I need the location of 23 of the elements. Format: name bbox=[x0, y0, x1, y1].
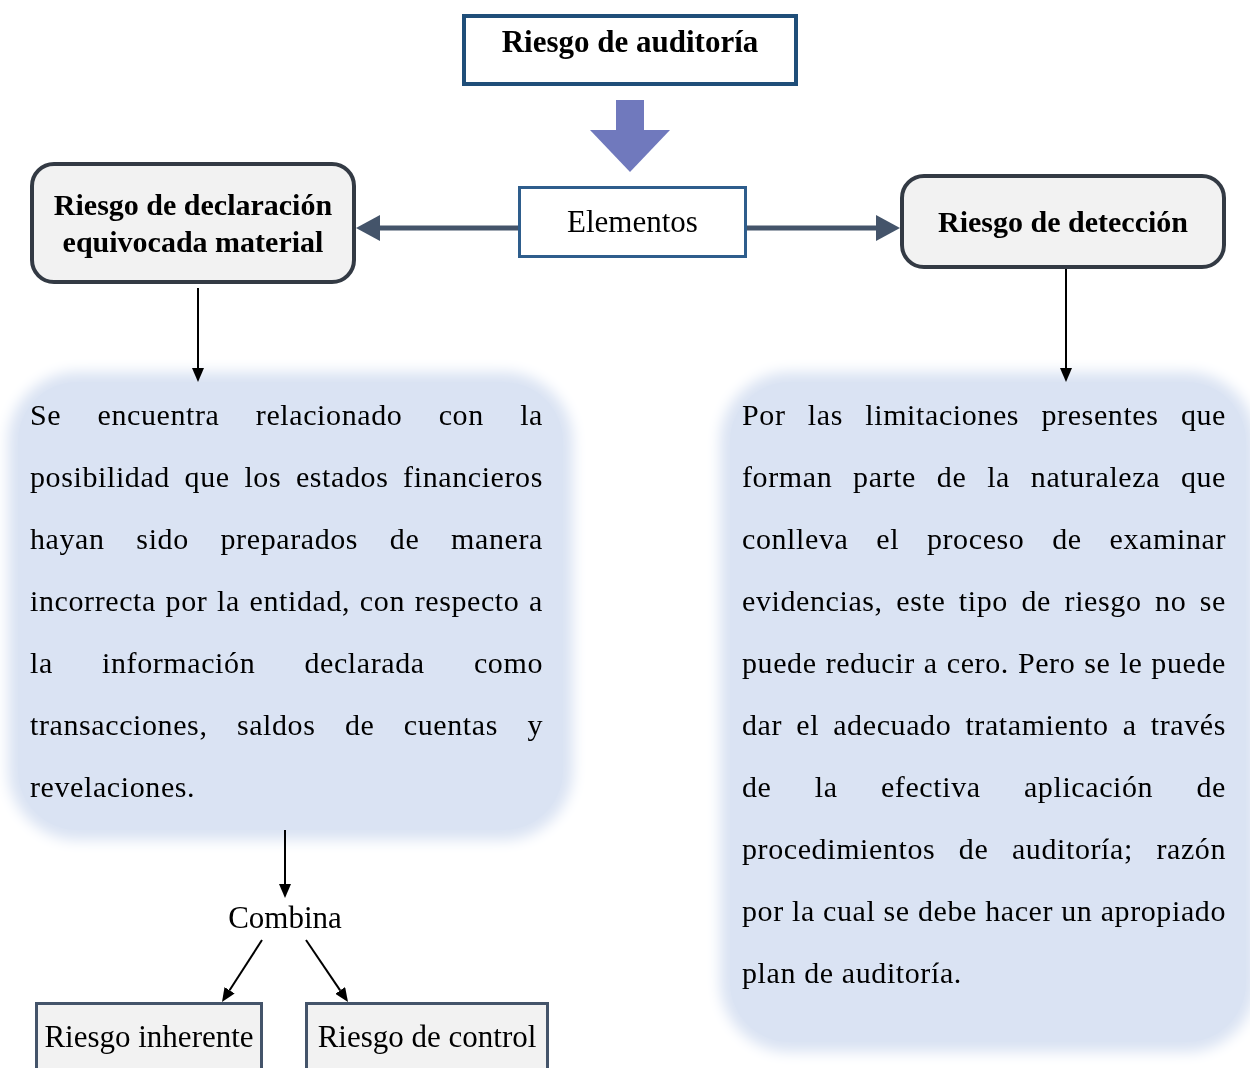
arrow bbox=[747, 215, 900, 241]
arrow bbox=[279, 829, 291, 898]
rounded-box bbox=[30, 162, 356, 284]
process-box bbox=[518, 186, 747, 258]
box-label: Riesgo inherente bbox=[44, 1018, 254, 1055]
description-text: Se encuentra relacionado con la posibilidad que los estados financieros hayan sido preparados de manera incorrecta por la entidad, con respecto a la información declarada como transacciones, saldos de cuentas y revelaciones. bbox=[30, 397, 543, 805]
flow-label: Combina bbox=[215, 898, 355, 938]
arrow bbox=[192, 287, 204, 382]
process-box bbox=[305, 1002, 549, 1068]
box-label: Elementos bbox=[567, 204, 698, 240]
box-label: Riesgo de declaración equivocada material bbox=[52, 186, 334, 260]
arrow bbox=[305, 939, 348, 1002]
arrow bbox=[356, 215, 518, 241]
process-box bbox=[35, 1002, 263, 1068]
arrow bbox=[222, 939, 263, 1002]
title-box bbox=[462, 14, 798, 86]
box-label: Riesgo de auditoría bbox=[501, 24, 759, 60]
rounded-box bbox=[900, 174, 1226, 269]
arrow bbox=[590, 100, 670, 172]
arrow bbox=[1060, 268, 1072, 382]
box-label: Riesgo de control bbox=[317, 1018, 537, 1055]
box-label: Riesgo de detección bbox=[938, 203, 1188, 240]
description-text: Por las limitaciones presentes que forman parte de la naturaleza que conlleva el proceso de examinar evidencias, este tipo de riesgo no se puede reducir a cero. Pero se le puede dar el adecuado tratamiento a través de la efectiva aplicación de procedimientos de auditoría; razón por la cual se debe hacer un apropiado plan de auditoría. bbox=[742, 397, 1226, 991]
